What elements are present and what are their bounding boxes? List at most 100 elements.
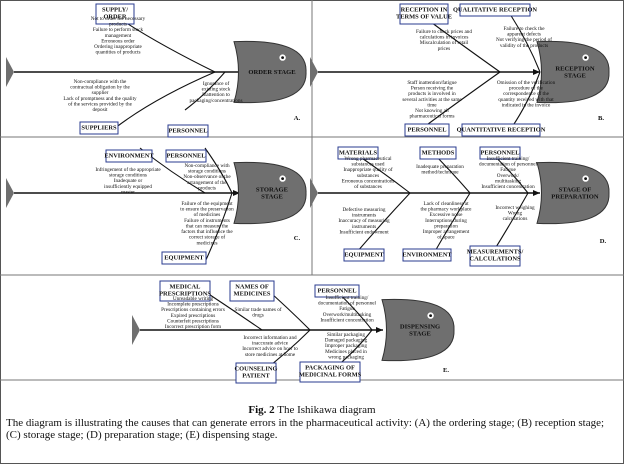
panel-b-box-qualitative-frame	[459, 3, 531, 17]
panel-b-letter: B.	[598, 115, 604, 122]
panel-e-box-personnel-frame	[314, 284, 360, 298]
panel-e-letter: E.	[443, 367, 449, 374]
panel-a-head-label-pupil	[281, 56, 284, 59]
panel-b-head-label-shape	[536, 40, 610, 104]
figure-description: The diagram is illustrating the causes t…	[6, 416, 605, 442]
panel-d-box-equipment-frame	[343, 248, 385, 262]
panel-d-letter: D.	[600, 238, 607, 245]
panel-b-bone-top-right	[509, 13, 541, 73]
panel-c-bone-bottom-right	[204, 192, 233, 263]
panel-b-spine-arrow	[533, 69, 540, 75]
panel-b-box-value-frame	[399, 3, 449, 25]
panel-a-box-supply-order: SUPPLY/ORDER	[102, 7, 128, 21]
panel-e-box-names-frame	[229, 280, 275, 302]
panel-d-box-environment: ENVIRONMENT	[402, 252, 452, 259]
figure-title-line: Fig. 2 The Ishikawa diagram	[6, 404, 618, 417]
panel-d-box-methods: METHODS	[422, 150, 455, 157]
panel-d-box-measurements-frame	[469, 245, 521, 267]
figure-caption: Fig. 2 The Ishikawa diagram The diagram …	[6, 404, 618, 442]
panel-d-causes-personnel: Insufficient training/documentation of p…	[479, 155, 537, 190]
panel-a-box-suppliers-frame	[79, 121, 119, 135]
panel-b-head-label-pupil	[584, 56, 587, 59]
panel-e-head-label-pupil	[429, 314, 432, 317]
panel-e-causes-personnel: Insufficient training/documentation of p…	[318, 294, 376, 323]
panel-a-box-suppliers: SUPPLIERS	[81, 125, 117, 132]
panel-a-box-personnel-frame	[167, 124, 209, 138]
panel-c-spine-arrow	[233, 190, 240, 196]
panel-a-bone-bottom-right	[184, 71, 226, 111]
panel-a-box-supply-order-frame	[95, 3, 135, 25]
panel-e-head-label-shape	[381, 298, 455, 362]
panel-e-spine-arrow	[376, 327, 383, 333]
panel-e-box-packaging-frame	[299, 361, 361, 383]
panel-c-letter: C.	[294, 235, 301, 242]
panel-a-letter: A.	[294, 115, 301, 122]
panel-a-bone-bottom-left	[109, 71, 216, 133]
panel-b-box-personnel-frame	[404, 123, 450, 137]
panel-c-tail	[6, 178, 14, 208]
panel-c-head-label-shape	[233, 161, 307, 225]
panel-a-head-label: ORDER STAGE	[248, 69, 296, 76]
panel-d-box-methods-frame	[419, 146, 457, 160]
panel-c-box-environment-frame	[105, 149, 153, 163]
panel-d-box-personnel: PERSONNEL	[480, 150, 519, 157]
panel-c-head-label-pupil	[281, 177, 284, 181]
panel-d-box-equipment: EQUIPMENT	[344, 252, 384, 259]
panel-d-tail	[310, 178, 318, 208]
figure-title: The Ishikawa diagram	[277, 404, 376, 416]
panel-e-box-prescriptions-frame	[159, 280, 211, 302]
panel-d-box-materials-frame	[337, 146, 379, 160]
panel-c-box-environment: ENVIRONMENT	[104, 153, 154, 160]
panel-e-box-personnel: PERSONNEL	[317, 288, 356, 295]
panel-a-box-personnel: PERSONNEL	[168, 128, 207, 135]
panel-d-box-personnel-frame	[479, 146, 521, 160]
panel-b-box-quantitative-frame	[461, 123, 541, 137]
panel-d-box-measurements: MEASUREMENTS/CALCULATIONS	[467, 249, 524, 263]
panel-b-box-quantitative: QUANTITATIVE RECEPTION	[457, 127, 546, 134]
panel-d-head-label-pupil	[584, 177, 587, 181]
panel-a-head-label-shape	[233, 40, 307, 104]
panel-b-box-qualitative: QUALITATIVE RECEPTION	[453, 7, 537, 14]
panel-b-box-personnel: PERSONNEL	[407, 127, 446, 134]
panel-c-bone-top-right	[204, 147, 233, 194]
panel-c-box-personnel: PERSONNEL	[166, 153, 205, 160]
panel-e-tail	[132, 315, 140, 345]
panel-c-box-personnel-frame	[165, 149, 207, 163]
panel-d-spine-arrow	[533, 190, 540, 196]
panel-d-box-materials: MATERIALS	[339, 150, 378, 157]
panel-c-box-equipment-frame	[161, 251, 207, 265]
panel-e-box-counseling-frame	[235, 362, 277, 384]
panel-b-tail	[310, 57, 318, 87]
panel-a-tail	[6, 57, 14, 87]
panel-d-box-environment-frame	[402, 248, 452, 262]
panel-d-head-label-shape	[536, 161, 610, 225]
